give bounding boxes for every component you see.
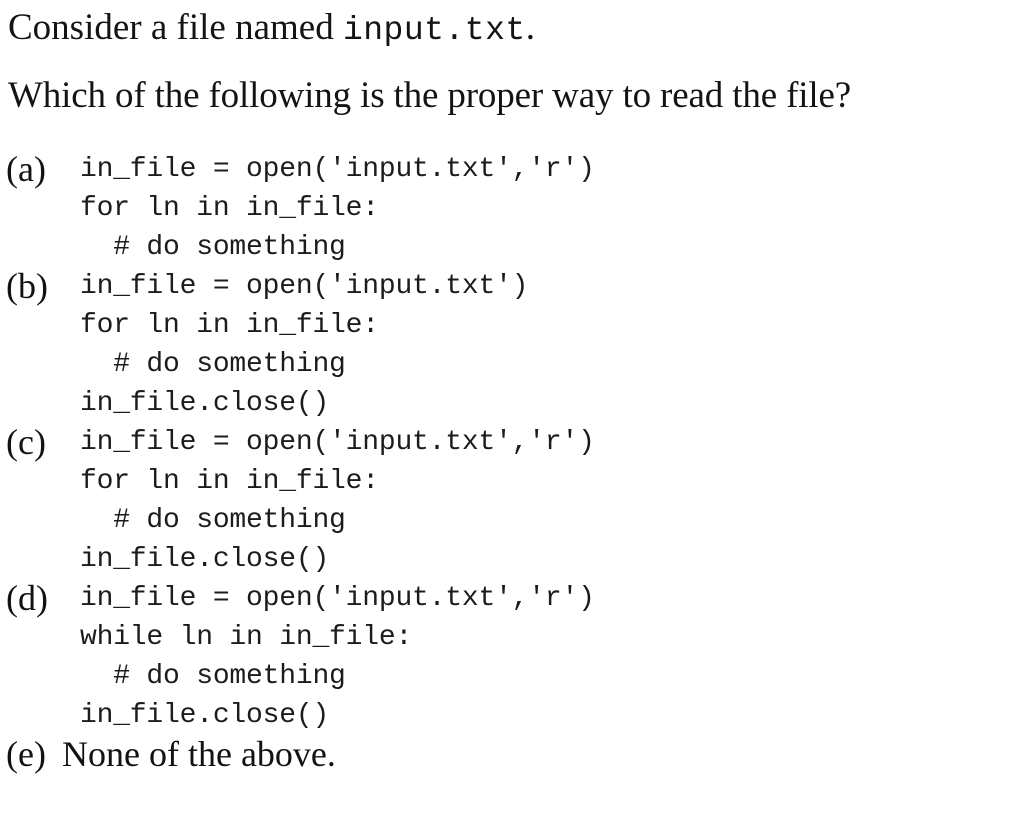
option-c[interactable]: (c) in_file = open('input.txt','r') for … [0,423,1024,579]
option-e-label: (e) [6,734,46,774]
question-stem-line-2: Which of the following is the proper way… [8,75,852,116]
question-stem-line-1: Consider a file named input.txt. [8,6,535,53]
option-a-code: in_file = open('input.txt','r') for ln i… [80,154,595,263]
option-b-code: in_file = open('input.txt') for ln in in… [80,271,529,419]
option-b-label: (b) [6,266,48,306]
option-a-label: (a) [6,149,46,189]
option-d-code: in_file = open('input.txt','r') while ln… [80,583,595,731]
option-a[interactable]: (a) in_file = open('input.txt','r') for … [0,150,1024,267]
answer-options-list: (a) in_file = open('input.txt','r') for … [0,150,1024,774]
stem-suffix-text: . [525,7,535,48]
stem-prefix-text: Consider a file named [8,7,343,48]
option-e-text: None of the above. [62,734,336,774]
option-d[interactable]: (d) in_file = open('input.txt','r') whil… [0,579,1024,735]
option-b[interactable]: (b) in_file = open('input.txt') for ln i… [0,267,1024,423]
option-c-label: (c) [6,422,46,462]
option-c-code: in_file = open('input.txt','r') for ln i… [80,427,595,575]
option-e[interactable]: (e) None of the above. [0,735,1024,774]
filename-mono-text: input.txt [342,12,526,49]
option-d-label: (d) [6,578,48,618]
